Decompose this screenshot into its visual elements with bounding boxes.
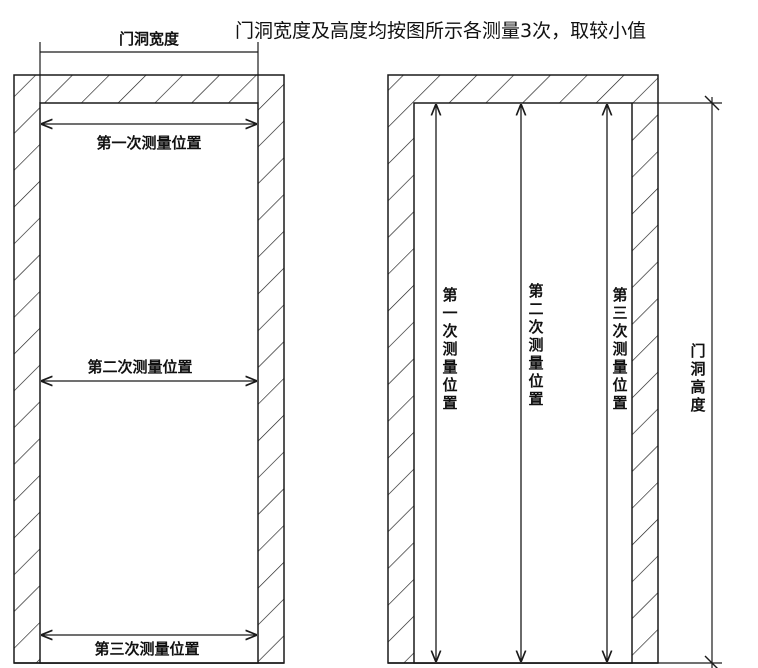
height-measure-char: 测 <box>612 340 627 358</box>
height-measure-char: 位 <box>442 376 457 394</box>
height-measure-char: 第 <box>612 286 627 304</box>
height-measure-char: 次 <box>528 318 543 336</box>
page-title: 门洞宽度及高度均按图所示各测量3次，取较小值 <box>235 20 646 42</box>
svg-text:度: 度 <box>690 396 706 414</box>
height-measure-char: 次 <box>442 322 457 340</box>
width-measure-label-3: 第三次测量位置 <box>94 640 199 658</box>
svg-text:洞: 洞 <box>690 360 705 378</box>
height-measure-char: 位 <box>528 372 543 390</box>
svg-text:门: 门 <box>690 342 705 360</box>
height-measure-char: 量 <box>442 358 457 376</box>
height-measure-char: 测 <box>528 336 543 354</box>
height-measure-char: 量 <box>612 358 627 376</box>
height-measure-label-2: 第二次测量位置 <box>528 282 543 408</box>
height-measure-char: 位 <box>612 376 627 394</box>
height-measure-char: 次 <box>612 322 627 340</box>
height-measure-char: 测 <box>442 340 457 358</box>
height-measure-label-3: 第三次测量位置 <box>612 286 627 412</box>
svg-text:高: 高 <box>690 378 705 396</box>
height-dimension-label: 门 洞 高 度 <box>690 342 706 414</box>
height-measure-char: 置 <box>442 394 457 412</box>
height-diagram: 门 洞 高 度 第一次测量位置 第二次测量位置 第三次测量位置 <box>387 74 722 668</box>
height-measure-label-1: 第一次测量位置 <box>442 286 457 412</box>
height-measure-char: 三 <box>612 304 627 322</box>
width-measure-label-2: 第二次测量位置 <box>87 358 192 376</box>
height-measure-char: 一 <box>442 304 457 322</box>
height-measure-char: 量 <box>528 354 543 372</box>
width-measure-label-1: 第一次测量位置 <box>96 134 201 152</box>
height-measure-char: 第 <box>528 282 543 300</box>
width-diagram: 门洞宽度 第一次测量位置 第二次测量位置 第三次测量位置 <box>13 30 285 664</box>
width-dimension-label: 门洞宽度 <box>119 30 180 48</box>
height-measure-char: 置 <box>612 394 627 412</box>
height-measure-char: 第 <box>442 286 457 304</box>
door-opening <box>39 102 259 664</box>
height-measure-char: 二 <box>528 300 543 318</box>
height-measure-char: 置 <box>528 390 543 408</box>
